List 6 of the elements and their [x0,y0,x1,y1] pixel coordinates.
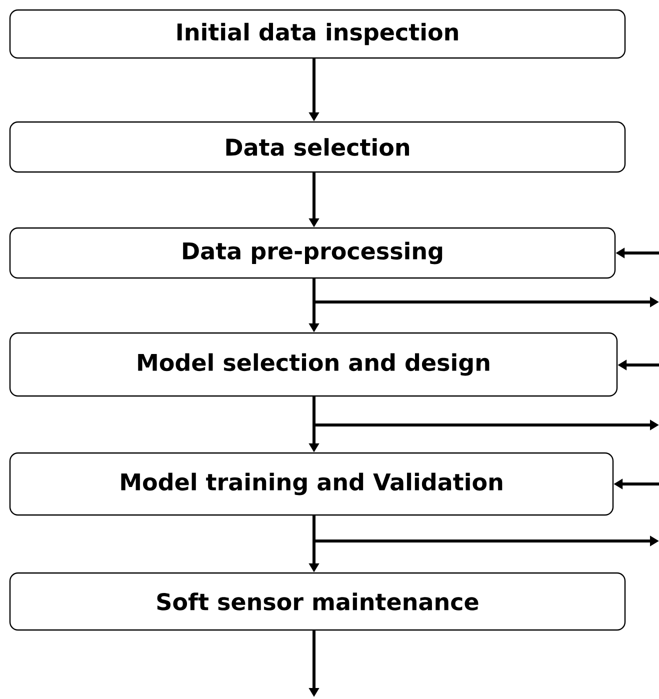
process-box: Soft sensor maintenance [9,572,626,631]
process-box: Model training and Validation [9,452,614,516]
process-box: Initial data inspection [9,9,626,59]
process-box: Data selection [9,121,626,173]
process-box: Model selection and design [9,332,618,397]
process-box: Data pre-processing [9,227,616,279]
